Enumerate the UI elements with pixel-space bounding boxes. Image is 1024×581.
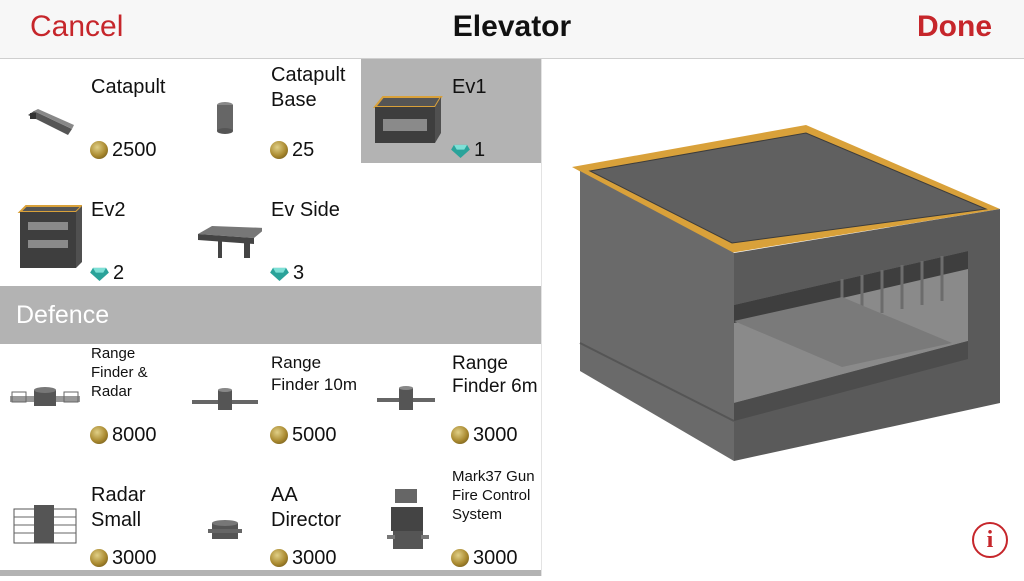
item-price: 3000: [451, 424, 518, 446]
parts-list[interactable]: Catapult 2500 Catapult Base 25 Ev1: [0, 59, 541, 576]
item-name: Catapult Base: [271, 64, 346, 111]
range-finder-radar-thumbnail: [10, 387, 80, 406]
catapult-thumbnail: [28, 109, 74, 135]
item-name: Catapult: [91, 76, 166, 98]
item-range-finder-radar[interactable]: Range Finder & Radar 8000: [0, 344, 180, 448]
info-button[interactable]: i: [972, 522, 1008, 558]
item-name: Ev Side: [271, 199, 340, 221]
coin-icon: [90, 426, 108, 444]
catapult-base-thumbnail: [217, 102, 233, 134]
cancel-button[interactable]: Cancel: [30, 10, 124, 43]
radar-small-thumbnail: [13, 505, 77, 544]
item-price: 3000: [451, 547, 518, 569]
model-preview[interactable]: i: [542, 59, 1024, 576]
gem-icon: [451, 144, 470, 158]
item-name: Ev1: [452, 76, 487, 98]
ev1-thumbnail: [372, 96, 443, 143]
aa-director-thumbnail: [208, 520, 242, 539]
item-price: 2500: [90, 139, 157, 161]
coin-icon: [90, 549, 108, 567]
item-price: 3000: [90, 547, 157, 569]
info-icon: i: [986, 526, 994, 553]
page-title: Elevator: [452, 10, 572, 43]
item-ev2[interactable]: Ev2 2: [0, 182, 180, 286]
item-name: Range Finder & Radar: [91, 345, 148, 400]
item-catapult[interactable]: Catapult 2500: [0, 59, 180, 163]
item-name: AA Director: [271, 484, 342, 531]
item-ev1[interactable]: Ev1 1: [361, 59, 541, 163]
list-bottom-edge: [0, 570, 541, 576]
item-aa-director[interactable]: AA Director 3000: [180, 467, 360, 571]
item-mark37-gfcs[interactable]: Mark37 Gun Fire Control System 3000: [361, 467, 541, 571]
item-name: Radar Small: [91, 484, 146, 531]
item-price: 5000: [270, 424, 337, 446]
nav-bar: Cancel Elevator Done: [0, 0, 1024, 59]
item-name: Range Finder 10m: [271, 353, 357, 394]
coin-icon: [270, 549, 288, 567]
coin-icon: [451, 426, 469, 444]
coin-icon: [270, 426, 288, 444]
ev-side-thumbnail: [198, 226, 262, 258]
item-price: 3: [270, 262, 304, 284]
item-range-finder-10m[interactable]: Range Finder 10m 5000: [180, 344, 360, 448]
item-range-finder-6m[interactable]: Range Finder 6m 3000: [361, 344, 541, 448]
ev2-thumbnail: [17, 205, 82, 268]
item-radar-small[interactable]: Radar Small 3000: [0, 467, 180, 571]
item-price: 3000: [270, 547, 337, 569]
item-price: 1: [451, 139, 485, 161]
item-price: 2: [90, 262, 124, 284]
item-name: Range Finder 6m: [452, 353, 538, 397]
section-header-defence: Defence: [0, 286, 541, 344]
item-name: Mark37 Gun Fire Control System: [452, 468, 535, 523]
range-finder-6m-thumbnail: [377, 386, 435, 410]
coin-icon: [90, 141, 108, 159]
done-button[interactable]: Done: [917, 10, 992, 43]
mark37-gfcs-thumbnail: [387, 489, 429, 549]
item-catapult-base[interactable]: Catapult Base 25: [180, 59, 360, 163]
coin-icon: [451, 549, 469, 567]
pane-divider: [541, 59, 542, 576]
gem-icon: [270, 267, 289, 281]
item-name: Ev2: [91, 199, 126, 221]
section-label: Defence: [16, 301, 110, 329]
range-finder-10m-thumbnail: [192, 388, 258, 410]
item-price: 8000: [90, 424, 157, 446]
coin-icon: [270, 141, 288, 159]
gem-icon: [90, 267, 109, 281]
elevator-3d-model: [572, 125, 1000, 461]
item-ev-side[interactable]: Ev Side 3: [180, 182, 360, 286]
item-price: 25: [270, 139, 314, 161]
